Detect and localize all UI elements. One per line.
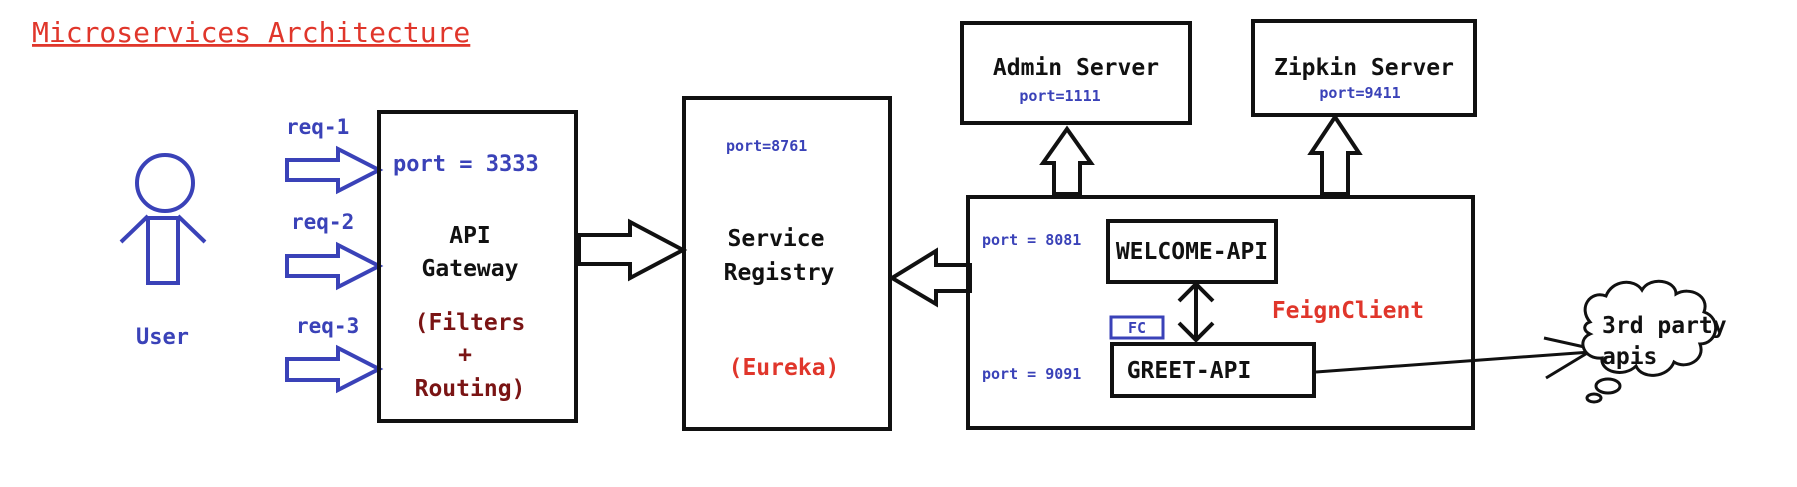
admin-server-box — [960, 21, 1192, 125]
service-registry-box — [682, 96, 892, 431]
user-label: User — [136, 325, 189, 350]
services-to-zipkin-arrow-icon — [1307, 113, 1363, 196]
gateway-detail-line1: (Filters — [415, 310, 526, 336]
third-party-line2: apis — [1602, 344, 1657, 370]
welcome-api-name: WELCOME-API — [1116, 239, 1268, 265]
admin-server-name: Admin Server — [993, 55, 1159, 81]
third-party-line1: 3rd party — [1602, 313, 1727, 339]
diagram-title: Microservices Architecture — [32, 16, 470, 49]
greet-api-name: GREET-API — [1127, 358, 1252, 384]
gateway-name-line2: Gateway — [422, 256, 519, 282]
fc-badge-box — [1109, 315, 1165, 340]
gateway-name-line1: API — [449, 223, 491, 249]
zipkin-server-box — [1251, 19, 1477, 117]
gateway-detail-line2: + — [458, 342, 472, 368]
registry-port: port=8761 — [726, 137, 807, 155]
welcome-port: port = 8081 — [982, 231, 1081, 249]
zipkin-server-name: Zipkin Server — [1274, 55, 1454, 81]
gateway-port: port = 3333 — [393, 152, 539, 177]
admin-server-port: port=1111 — [1019, 87, 1100, 105]
zipkin-server-port: port=9411 — [1319, 84, 1400, 102]
feign-client-label: FeignClient — [1272, 298, 1424, 324]
services-to-registry-arrow-icon — [888, 247, 972, 308]
request-label-3: req-3 — [296, 314, 359, 338]
gateway-to-registry-arrow-icon — [577, 218, 688, 282]
cloud-bubble-icon — [1585, 377, 1622, 404]
fc-badge-label: FC — [1128, 319, 1146, 337]
gateway-detail-line3: Routing) — [415, 376, 526, 402]
greet-api-box — [1110, 342, 1316, 398]
request-arrow-1-icon — [285, 145, 384, 195]
services-to-admin-arrow-icon — [1039, 125, 1095, 196]
third-party-cloud-icon — [1581, 279, 1717, 377]
request-arrow-3-icon — [285, 344, 384, 394]
registry-detail: (Eureka) — [729, 355, 840, 381]
services-container-box — [966, 195, 1475, 430]
registry-name-line1: Service — [728, 226, 825, 252]
third-party-pointer-icon — [1543, 336, 1590, 380]
greet-port: port = 9091 — [982, 365, 1081, 383]
welcome-api-box — [1106, 219, 1278, 284]
registry-name-line2: Registry — [724, 260, 835, 286]
request-label-1: req-1 — [286, 115, 349, 139]
request-arrow-2-icon — [285, 241, 384, 291]
greet-to-third-party-line — [1315, 350, 1592, 374]
request-label-2: req-2 — [291, 210, 354, 234]
bidirectional-arrow-icon — [1177, 281, 1215, 343]
api-gateway-box — [377, 110, 578, 423]
user-figure-icon — [119, 153, 207, 285]
